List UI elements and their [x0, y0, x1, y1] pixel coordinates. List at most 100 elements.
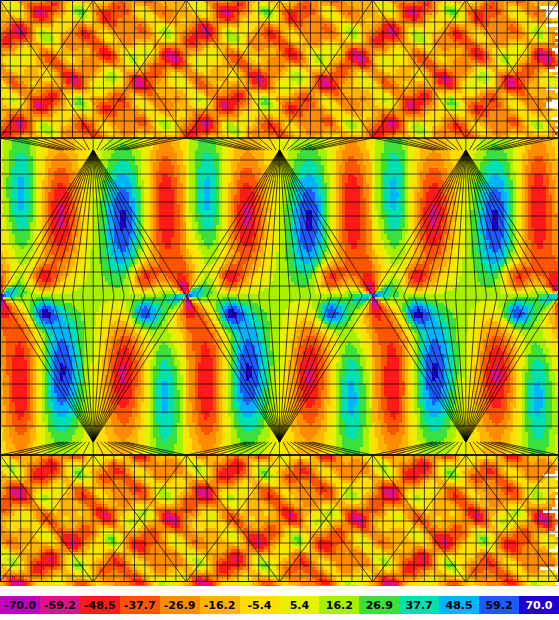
contour-cell — [513, 75, 531, 78]
contour-cell — [267, 78, 270, 81]
contour-cell — [162, 48, 165, 51]
contour-cell — [462, 51, 468, 54]
contour-cell — [462, 54, 468, 57]
contour-cell — [336, 30, 339, 33]
contour-cell — [24, 3, 27, 6]
contour-cell — [267, 60, 291, 63]
contour-cell — [3, 57, 9, 60]
contour-cell — [345, 18, 351, 21]
contour-cell — [312, 3, 318, 6]
contour-cell — [165, 12, 174, 15]
contour-cell — [276, 54, 282, 57]
contour-cell — [534, 57, 540, 60]
contour-cell — [21, 3, 24, 6]
contour-cell — [234, 15, 237, 18]
contour-cell — [189, 51, 201, 54]
contour-cell — [99, 51, 111, 54]
contour-cell — [399, 15, 402, 18]
contour-cell — [222, 9, 228, 12]
contour-cell — [63, 75, 69, 78]
contour-cell — [192, 27, 198, 30]
contour-cell — [255, 60, 261, 63]
contour-cell — [342, 57, 345, 60]
contour-cell — [333, 12, 339, 15]
contour-cell — [12, 45, 18, 48]
contour-cell — [297, 51, 300, 54]
contour-cell — [186, 27, 192, 30]
contour-cell — [30, 15, 33, 18]
contour-cell — [330, 72, 348, 75]
contour-cell — [408, 30, 414, 33]
contour-cell — [366, 39, 369, 42]
contour-cell — [249, 3, 252, 6]
contour-cell — [468, 30, 471, 33]
contour-cell — [552, 75, 555, 78]
contour-cell — [555, 39, 558, 42]
contour-cell — [387, 15, 396, 18]
contour-cell — [273, 15, 276, 18]
contour-cell — [60, 42, 63, 45]
contour-cell — [483, 15, 495, 18]
contour-cell — [60, 12, 66, 15]
contour-cell — [381, 57, 402, 60]
contour-cell — [60, 3, 63, 6]
contour-cell — [309, 57, 315, 60]
contour-cell — [510, 24, 513, 27]
contour-cell — [429, 33, 432, 36]
contour-cell — [321, 12, 327, 15]
contour-cell — [543, 48, 552, 51]
contour-cell — [405, 33, 408, 36]
contour-cell — [267, 30, 273, 33]
contour-cell — [21, 18, 27, 21]
contour-cell — [255, 12, 258, 15]
contour-cell — [63, 42, 87, 45]
contour-cell — [60, 78, 63, 81]
contour-cell — [255, 78, 264, 81]
contour-cell — [375, 63, 378, 66]
contour-cell — [483, 12, 501, 15]
contour-cell — [519, 24, 522, 27]
contour-cell — [147, 60, 153, 63]
contour-cell — [180, 48, 201, 51]
contour-cell — [231, 45, 246, 48]
contour-cell — [30, 30, 33, 33]
contour-cell — [552, 21, 558, 24]
contour-cell — [201, 51, 207, 54]
contour-cell — [426, 39, 429, 42]
contour-cell — [114, 72, 120, 75]
contour-cell — [423, 33, 429, 36]
contour-cell — [132, 75, 141, 78]
contour-cell — [231, 30, 240, 33]
contour-cell — [171, 33, 174, 36]
contour-cell — [492, 72, 495, 75]
contour-cell — [348, 48, 351, 51]
contour-cell — [534, 12, 537, 15]
contour-cell — [93, 21, 99, 24]
contour-cell — [96, 12, 102, 15]
contour-cell — [141, 9, 144, 12]
contour-cell — [528, 30, 531, 33]
contour-cell — [531, 33, 534, 36]
contour-cell — [525, 78, 534, 81]
contour-cell — [162, 36, 165, 39]
contour-cell — [450, 78, 453, 81]
contour-cell — [24, 72, 39, 75]
contour-cell — [249, 72, 261, 75]
contour-cell — [411, 36, 414, 39]
contour-cell — [345, 57, 348, 60]
contour-cell — [189, 24, 195, 27]
contour-cell — [267, 39, 285, 42]
contour-cell — [213, 9, 216, 12]
contour-cell — [84, 78, 87, 81]
contour-cell — [315, 12, 318, 15]
contour-cell — [24, 33, 27, 36]
contour-cell — [513, 78, 519, 81]
contour-cell — [15, 12, 21, 15]
contour-cell — [366, 72, 372, 75]
contour-cell — [504, 6, 507, 9]
contour-cell — [384, 45, 390, 48]
contour-cell — [219, 12, 222, 15]
contour-cell — [66, 3, 69, 6]
contour-cell — [12, 69, 24, 72]
contour-cell — [393, 51, 402, 54]
